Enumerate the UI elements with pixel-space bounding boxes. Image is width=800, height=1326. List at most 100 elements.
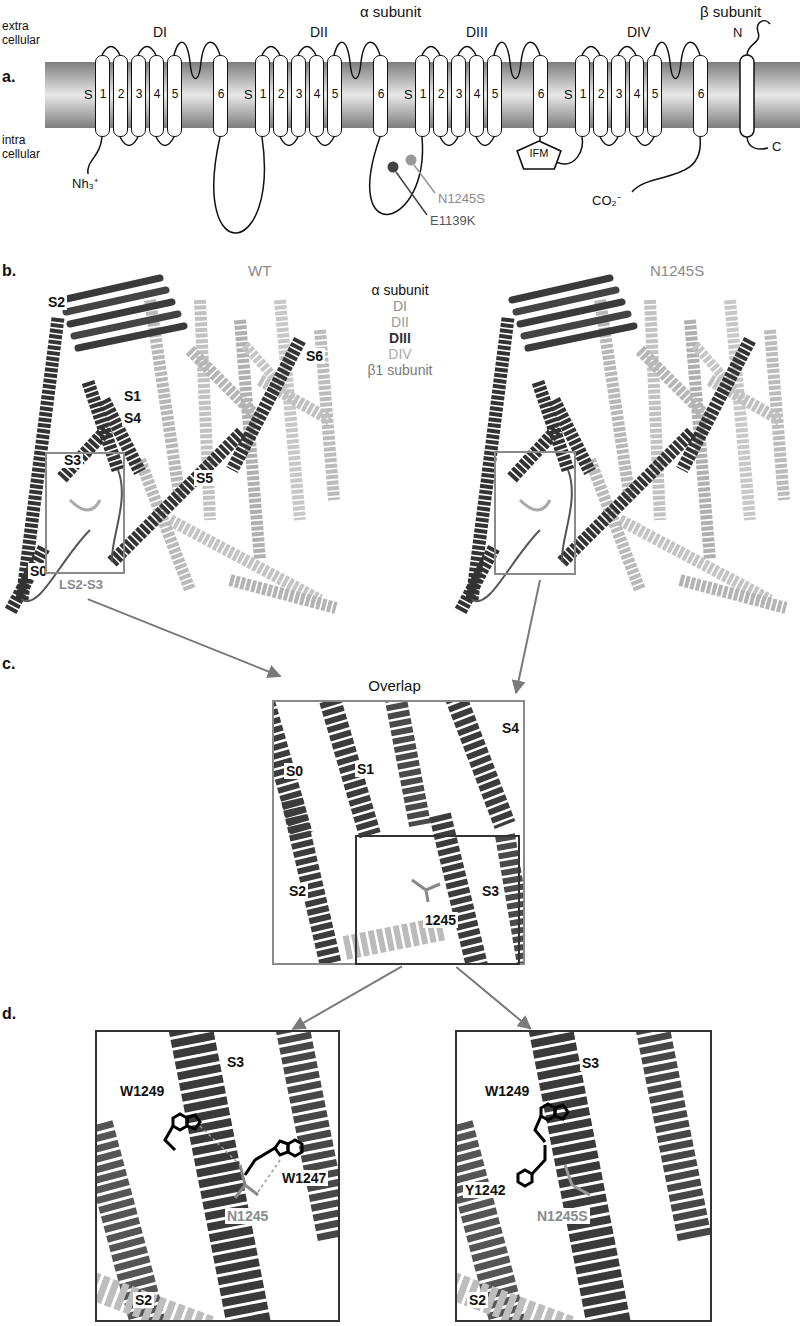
intracellular-loops bbox=[632, 137, 700, 192]
detail-structure bbox=[518, 1170, 532, 1186]
domain-loops bbox=[262, 42, 380, 145]
detail-structure bbox=[532, 1145, 545, 1174]
detail-structure bbox=[245, 1148, 275, 1175]
figure-label: α subunit bbox=[340, 282, 460, 298]
overlap-structure bbox=[455, 700, 505, 825]
segment-number: 3 bbox=[292, 88, 307, 102]
figure-label: β subunit bbox=[700, 3, 761, 20]
figure-label: S5 bbox=[194, 470, 215, 486]
figure-label: S3 bbox=[62, 452, 83, 468]
zoom-arrow bbox=[456, 967, 530, 1029]
structure-label: W1247 bbox=[280, 1170, 328, 1186]
figure-label: Nh₃⁺ bbox=[72, 177, 98, 192]
helix-segment: 5 bbox=[167, 55, 182, 137]
figure-label: WT bbox=[248, 262, 271, 279]
structure-label: N1245 bbox=[225, 1208, 270, 1224]
intracellular-loops bbox=[370, 137, 423, 214]
segment-number: 1 bbox=[256, 88, 271, 102]
domain-loops bbox=[422, 42, 540, 145]
segment-number: 2 bbox=[434, 88, 449, 102]
figure-label: DII bbox=[310, 24, 328, 40]
domain-loops bbox=[102, 42, 700, 145]
figure-label: DIV bbox=[627, 24, 650, 40]
overlap-structure bbox=[505, 835, 525, 965]
segment-number: 5 bbox=[168, 88, 183, 102]
protein-structure bbox=[10, 278, 786, 612]
detail-structure bbox=[455, 1030, 695, 1322]
figure-label: d. bbox=[2, 1005, 16, 1023]
beta-helix bbox=[740, 55, 754, 137]
helix-segment: 4 bbox=[629, 55, 644, 137]
figure-label: N1245S bbox=[438, 192, 485, 207]
figure-label: intra cellular bbox=[2, 134, 46, 162]
segment-number: 2 bbox=[274, 88, 289, 102]
segment-number: 6 bbox=[374, 88, 389, 102]
helix-segment: 1 bbox=[415, 55, 430, 137]
frame-box bbox=[45, 452, 125, 574]
structure-label: S0 bbox=[284, 763, 305, 779]
overlap-structure bbox=[345, 928, 445, 948]
structure-label: S3 bbox=[225, 1054, 246, 1070]
figure-label: S bbox=[564, 88, 573, 103]
helix-segment: 4 bbox=[469, 55, 484, 137]
segment-number: 5 bbox=[488, 88, 503, 102]
frame-box bbox=[272, 700, 525, 965]
detail-structure bbox=[235, 1165, 258, 1198]
figure-label: DII bbox=[340, 314, 460, 330]
detail-structure bbox=[288, 1140, 302, 1156]
segment-number: 4 bbox=[310, 88, 325, 102]
helix-segment: 4 bbox=[149, 55, 164, 137]
segment-number: 4 bbox=[470, 88, 485, 102]
figure-panel: OverlapS4S0S1S2S31245 bbox=[272, 677, 525, 965]
figure-label: α subunit bbox=[360, 3, 421, 20]
intracellular-loops bbox=[214, 137, 265, 233]
domain-loops bbox=[102, 42, 220, 145]
detail-structure bbox=[555, 1105, 568, 1119]
structure-label: S3 bbox=[580, 1055, 601, 1071]
detail-structure bbox=[455, 1030, 695, 1322]
segment-number: 1 bbox=[96, 88, 111, 102]
figure-label: β1 subunit bbox=[340, 362, 460, 378]
zoom-arrow bbox=[88, 599, 280, 676]
detail-structure bbox=[541, 1104, 555, 1120]
ifm-motif: IFM bbox=[516, 140, 562, 170]
mutation-dot bbox=[388, 162, 399, 173]
segment-number: 6 bbox=[534, 88, 549, 102]
figure-panel: LS2-S3 bbox=[45, 452, 125, 598]
helix-segment: 4 bbox=[309, 55, 324, 137]
detail-structure bbox=[165, 1126, 175, 1150]
structure-label: S2 bbox=[287, 883, 308, 899]
figure-label: a. bbox=[2, 68, 15, 86]
segment-number: 6 bbox=[694, 88, 709, 102]
detail-structure bbox=[173, 1114, 187, 1130]
intracellular-loops bbox=[747, 137, 768, 149]
overlap-structure bbox=[395, 700, 420, 825]
structure-label: IFM bbox=[516, 147, 562, 160]
segment-number: 4 bbox=[630, 88, 645, 102]
helix-segment: 1 bbox=[255, 55, 270, 137]
figure-label: DIV bbox=[340, 346, 460, 362]
helix-segment: 6 bbox=[533, 55, 548, 137]
segment-number: 5 bbox=[328, 88, 343, 102]
structure-label: S1 bbox=[355, 761, 376, 777]
domain-loops bbox=[582, 42, 700, 145]
overlap-structure bbox=[440, 815, 478, 965]
mutation-dot bbox=[406, 155, 417, 166]
intracellular-loops bbox=[88, 21, 770, 233]
figure-label: DI bbox=[153, 24, 167, 40]
detail-structure bbox=[535, 1116, 545, 1142]
helix-segment: 6 bbox=[373, 55, 388, 137]
leader-line bbox=[396, 172, 427, 215]
helix-segment: 5 bbox=[487, 55, 502, 137]
figure-label: S bbox=[404, 88, 413, 103]
helix-segment: 3 bbox=[611, 55, 626, 137]
helix-segment: 2 bbox=[273, 55, 288, 137]
segment-number: 3 bbox=[132, 88, 147, 102]
figure-label: b. bbox=[2, 262, 16, 280]
helix-segment: 6 bbox=[693, 55, 708, 137]
figure-label: S2 bbox=[46, 294, 67, 310]
structure-label: N1245S bbox=[535, 1208, 590, 1224]
structure-label: W1249 bbox=[118, 1083, 166, 1099]
